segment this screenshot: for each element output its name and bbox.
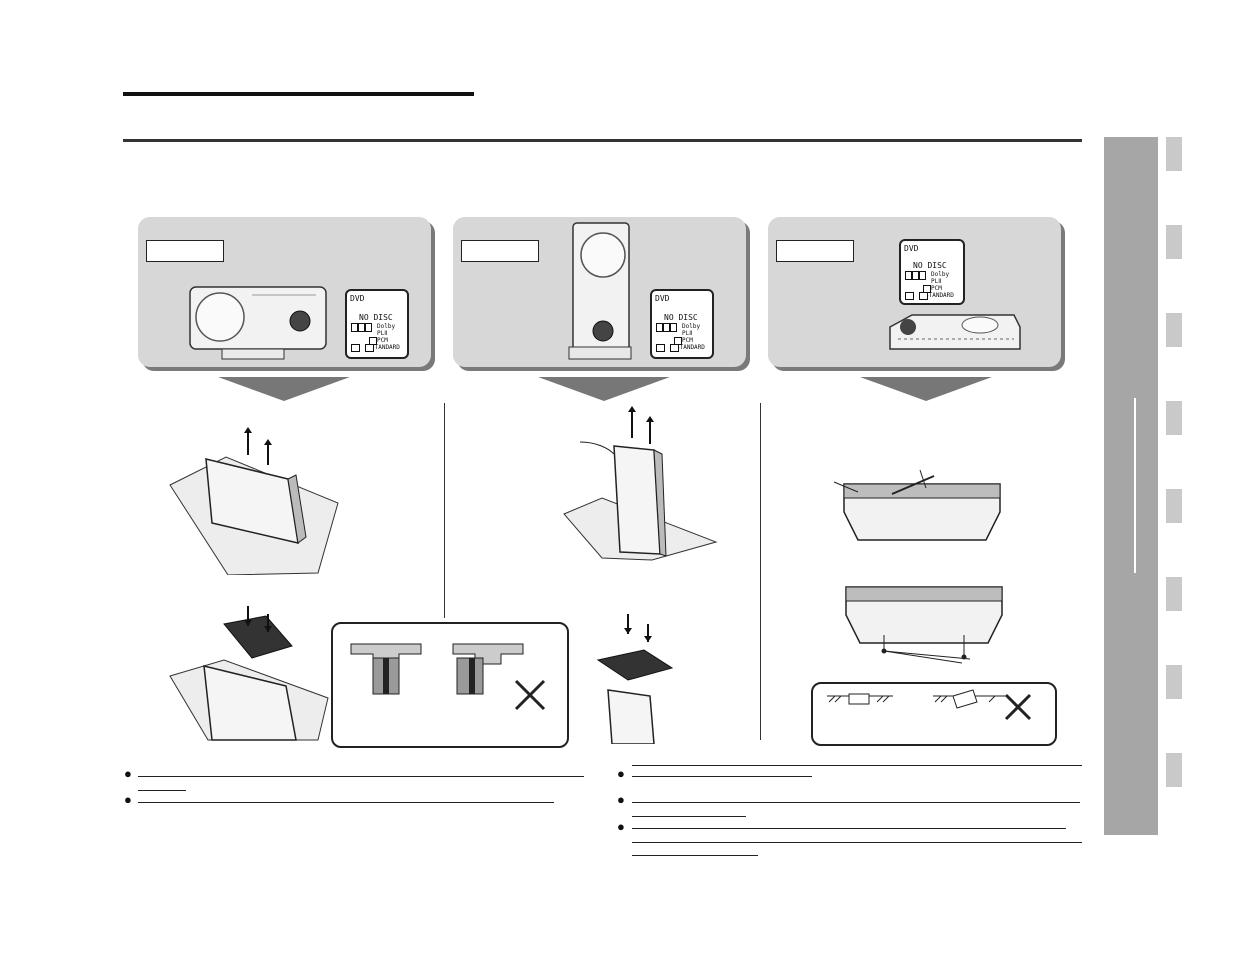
unit-top-view-illustration [833,469,1001,541]
lcd-dolby: Dolby [377,323,396,330]
chapter-tab-2[interactable] [1166,225,1182,259]
lcd-indicator [670,323,677,332]
lcd-indicator [365,323,372,332]
lcd-indicator [656,323,663,332]
chapter-tab-4[interactable] [1166,401,1182,435]
bullet-dot-icon: ● [617,792,625,807]
chapter-tab-3[interactable] [1166,313,1182,347]
arrow-down-icon [264,626,272,632]
lcd-display: DVD NO DISC Dolby PLⅡ PCM STANDARD [899,239,965,305]
lcd-message: NO DISC [913,261,947,270]
lcd-indicator [365,344,374,352]
lcd-display: DVD NO DISC Dolby PLⅡ PCM STANDARD [345,289,409,359]
note-text-line [632,765,1082,766]
chapter-side-bar [1104,137,1158,835]
lcd-message: NO DISC [359,313,393,322]
note-text-line [138,776,584,777]
lcd-standard: STANDARD [676,344,705,351]
lcd-display: DVD NO DISC Dolby PLⅡ PCM STANDARD [650,289,714,359]
lcd-mode: DVD [350,294,365,303]
cross-mark-icon [514,679,546,711]
lcd-indicator [912,271,919,280]
arrow-up-icon [628,406,636,412]
lcd-mode: DVD [904,244,919,253]
lcd-pl2: PLⅡ [377,330,388,337]
down-arrow-icon [538,377,670,401]
lcd-indicator [905,292,914,300]
lcd-standard: STANDARD [371,344,400,351]
chapter-tab-8[interactable] [1166,753,1182,787]
note-text-line [632,842,1082,843]
chapter-tab-6[interactable] [1166,577,1182,611]
panel-label-box [776,240,854,262]
chapter-side-marker [1134,398,1136,573]
note-text-line [632,816,746,817]
lcd-indicator [358,323,365,332]
note-text-line [138,802,554,803]
placement-panel-horizontal: DVD NO DISC Dolby PLⅡ PCM STANDARD [138,217,431,367]
arrow-up-icon [244,427,252,433]
chapter-tab-5[interactable] [1166,489,1182,523]
down-arrow-icon [860,377,992,401]
incorrect-screw-illustration [933,689,1007,709]
lcd-indicator [919,271,926,280]
note-text-line [632,802,1080,803]
bullet-dot-icon: ● [124,792,132,807]
placement-panel-flat: DVD NO DISC Dolby PLⅡ PCM STANDARD [768,217,1061,367]
arrow-down-icon [624,628,632,634]
correct-fit-illustration [350,643,422,695]
placement-panel-vertical: DVD NO DISC Dolby PLⅡ PCM STANDARD [453,217,746,367]
main-unit-vertical-illustration [568,222,632,360]
lcd-indicator [670,344,679,352]
cross-mark-icon [1004,693,1032,721]
lcd-pl2: PLⅡ [931,278,942,285]
lcd-message: NO DISC [664,313,698,322]
attach-stand-horizontal-illustration [169,606,329,741]
incorrect-fit-illustration [452,643,524,695]
main-unit-flat-illustration [889,314,1021,350]
note-text-line [632,776,812,777]
chapter-tab-1[interactable] [1166,137,1182,171]
lcd-indicator [351,323,358,332]
chapter-tab-7[interactable] [1166,665,1182,699]
lcd-indicator [656,344,665,352]
lcd-dolby: Dolby [931,271,950,278]
lcd-indicator [351,344,360,352]
bullet-dot-icon: ● [124,766,132,781]
column-divider [444,403,445,618]
lcd-pcm: PCM [377,337,388,344]
lcd-dolby: Dolby [682,323,701,330]
lcd-indicator [905,271,912,280]
arrow-up-icon [264,439,272,445]
remove-screws-horizontal-illustration [169,427,339,575]
section-rule [123,139,1082,142]
lcd-standard: STANDARD [925,292,954,299]
bullet-dot-icon: ● [617,819,625,834]
panel-label-box [146,240,224,262]
stand-fit-callout [331,622,569,748]
remove-screws-vertical-illustration [563,406,718,561]
note-text-line [632,855,758,856]
main-unit-horizontal-illustration [189,286,327,360]
lcd-indicator [663,323,670,332]
lcd-pcm: PCM [682,337,693,344]
panel-label-box [461,240,539,262]
lcd-pcm: PCM [931,285,942,292]
note-text-line [138,790,186,791]
unit-wall-mount-illustration [845,586,1003,664]
lcd-mode: DVD [655,294,670,303]
screw-angle-callout [811,682,1057,746]
title-rule [123,92,474,96]
note-text-line [632,828,1066,829]
lcd-pl2: PLⅡ [682,330,693,337]
correct-screw-illustration [827,693,893,705]
bullet-dot-icon: ● [617,766,625,781]
attach-stand-vertical-illustration [596,614,674,744]
lcd-indicator [919,292,928,300]
arrow-down-icon [244,620,252,626]
arrow-up-icon [646,416,654,422]
column-divider [760,403,761,740]
arrow-down-icon [644,636,652,642]
down-arrow-icon [218,377,350,401]
